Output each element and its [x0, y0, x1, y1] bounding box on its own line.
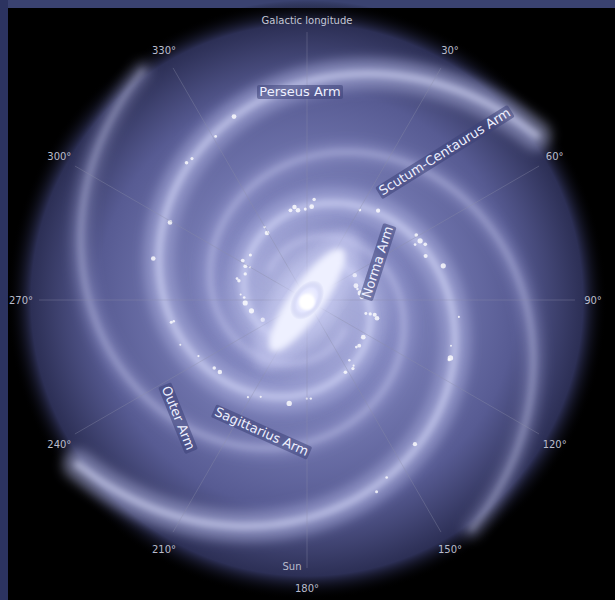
star-knot	[353, 283, 358, 288]
longitude-ray	[75, 166, 307, 300]
longitude-label: 180°	[295, 583, 319, 594]
star-knot	[289, 208, 293, 212]
longitude-label: 300°	[47, 151, 71, 162]
star-knot	[292, 205, 296, 209]
central-bar	[235, 216, 378, 385]
star-knot	[355, 346, 358, 349]
star-knot	[309, 204, 314, 209]
axis-title: Galactic longitude	[262, 15, 353, 26]
star-knot	[373, 313, 377, 317]
star-knot	[304, 207, 307, 210]
longitude-ray	[307, 300, 441, 532]
star-knot	[357, 344, 361, 348]
longitude-ray	[39, 300, 307, 301]
star-knot	[424, 254, 428, 258]
star-knot	[240, 294, 242, 296]
longitude-label: 30°	[441, 45, 459, 56]
star-knot	[212, 366, 216, 370]
arm-glow	[81, 71, 404, 448]
star-knot	[450, 345, 452, 347]
star-knot	[218, 370, 222, 374]
star-knot	[312, 198, 316, 202]
star-knot	[173, 320, 176, 323]
star-knot	[364, 312, 367, 315]
star-knot	[244, 272, 247, 275]
longitude-label: 120°	[543, 439, 567, 450]
star-knot	[287, 401, 292, 406]
star-knot	[353, 365, 355, 367]
sun-marker-label: Sun	[282, 561, 301, 572]
star-knot	[185, 161, 189, 165]
arm-core	[210, 152, 533, 529]
star-knot	[243, 296, 246, 299]
star-knot	[214, 135, 217, 138]
star-knot	[232, 114, 237, 119]
star-knot	[179, 344, 181, 346]
star-knot	[448, 355, 453, 360]
galactic-center	[299, 294, 315, 310]
longitude-label: 210°	[152, 544, 176, 555]
longitude-ray	[173, 68, 307, 300]
star-knot	[417, 238, 422, 243]
star-knot	[170, 321, 173, 324]
star-knot	[260, 396, 262, 398]
star-knot	[310, 397, 312, 399]
star-knot	[376, 209, 380, 213]
star-knot	[413, 442, 417, 446]
star-knot	[385, 476, 388, 479]
star-knot	[351, 367, 354, 370]
longitude-label: 90°	[584, 295, 602, 306]
star-knot	[356, 288, 358, 290]
longitude-label: 270°	[9, 295, 33, 306]
galactic-disk	[7, 0, 607, 600]
arm-core	[81, 71, 404, 448]
star-knot	[151, 256, 156, 261]
star-knot	[190, 157, 193, 160]
star-knot	[361, 335, 366, 340]
star-knot	[296, 208, 301, 213]
star-knot	[458, 316, 460, 318]
longitude-ray	[307, 300, 575, 301]
arm-glow	[210, 152, 533, 529]
longitude-label: 150°	[438, 544, 462, 555]
star-knot	[375, 316, 380, 321]
longitude-rays	[39, 32, 575, 568]
star-knot	[414, 243, 417, 246]
star-knot	[423, 243, 427, 247]
longitude-label: 240°	[47, 439, 71, 450]
longitude-label: 60°	[546, 151, 564, 162]
star-knot	[197, 355, 199, 357]
star-knot	[369, 312, 372, 315]
longitude-label: 330°	[152, 45, 176, 56]
left-strip	[0, 0, 8, 600]
star-knot	[348, 359, 350, 361]
star-knot	[249, 308, 254, 313]
star-knot	[247, 396, 249, 398]
arm-name: Perseus Arm	[257, 85, 342, 99]
star-knot	[441, 263, 446, 268]
star-knot	[375, 490, 378, 493]
star-knot	[344, 370, 348, 374]
star-knot	[249, 253, 252, 256]
star-knot	[243, 300, 248, 305]
longitude-ray	[307, 300, 539, 434]
star-knot	[237, 279, 240, 282]
